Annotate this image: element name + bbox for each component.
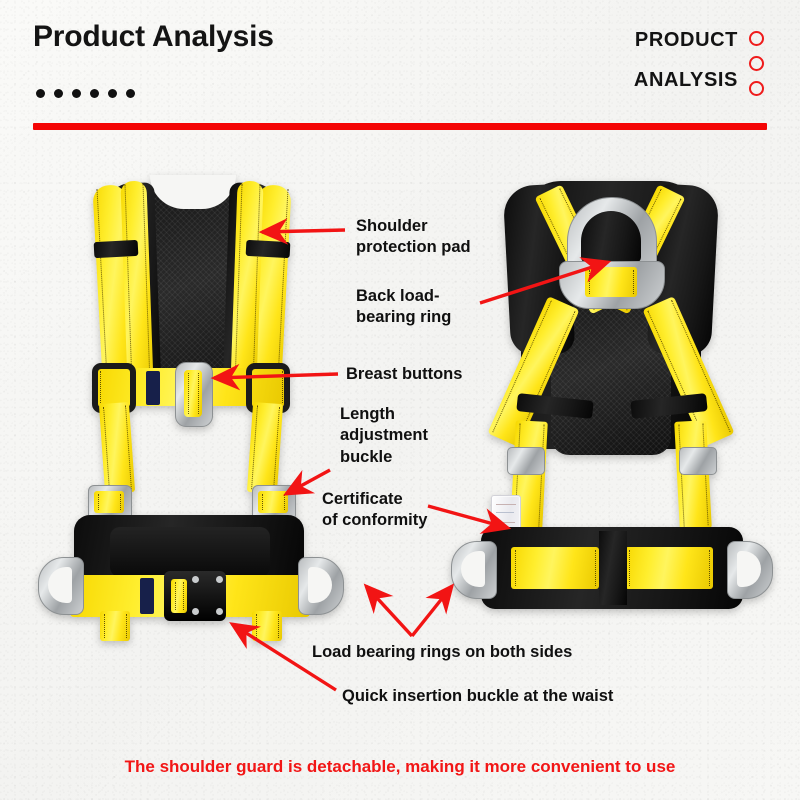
shoulder-keeper-right: [245, 239, 291, 259]
circle-marker-icon: [749, 31, 764, 46]
dot: [54, 89, 63, 98]
buckle-rivet: [192, 576, 199, 583]
length-adjustment-webbing-right: [258, 491, 288, 513]
dot: [90, 89, 99, 98]
back-load-ring-right: [727, 541, 773, 599]
callout-quick-insertion-buckle: Quick insertion buckle at the waist: [342, 687, 614, 705]
dot: [36, 89, 45, 98]
waist-belt-accent: [140, 578, 154, 614]
quick-buckle-webbing: [171, 579, 187, 613]
leg-strap-left: [100, 611, 130, 641]
header-tag-analysis: ANALYSIS: [633, 69, 738, 91]
breast-buckle-webbing: [184, 370, 202, 417]
callout-shoulder-protection-pad: Shoulder protection pad: [356, 217, 471, 257]
leg-strap-right: [252, 611, 282, 641]
length-adjustment-webbing-left: [94, 491, 124, 513]
safety-harness-back-view: [451, 175, 773, 645]
circle-marker-icon: [749, 81, 764, 96]
header-divider-rule: [33, 123, 767, 130]
dot: [126, 89, 135, 98]
back-adjuster-right: [679, 447, 717, 475]
shoulder-keeper-left: [93, 239, 139, 259]
dot: [108, 89, 117, 98]
load-bearing-ring-left-hole: [48, 567, 72, 603]
buckle-rivet: [216, 608, 223, 615]
back-adjuster-left: [507, 447, 545, 475]
callout-length-adjustment-buckle: Length adjustment buckle: [340, 405, 429, 466]
decorative-dots: [36, 89, 135, 98]
callout-back-load-bearing-ring: Back load- bearing ring: [356, 287, 452, 327]
callout-breast-buttons: Breast buttons: [346, 365, 463, 383]
header-tag-product: PRODUCT: [634, 29, 738, 51]
back-load-ring-left-hole: [461, 551, 485, 587]
circle-marker-icon: [749, 56, 764, 71]
back-belt-center-divider: [599, 531, 627, 605]
safety-harness-front-view: [38, 175, 344, 645]
back-belt-panel-right: [625, 547, 713, 589]
callout-load-bearing-rings: Load bearing rings on both sides: [312, 643, 573, 661]
callout-certificate-of-conformity: Certificate of conformity: [322, 490, 428, 530]
dot: [72, 89, 81, 98]
buckle-rivet: [192, 608, 199, 615]
back-ring-hole: [581, 211, 641, 263]
buckle-rivet: [216, 576, 223, 583]
chest-accent-patch: [146, 371, 160, 405]
waist-pad-inner: [110, 527, 270, 577]
back-belt-panel-left: [511, 547, 599, 589]
back-ring-webbing: [585, 267, 637, 297]
back-vertical-strap-right: [674, 420, 712, 530]
footer-caption: The shoulder guard is detachable, making…: [124, 757, 676, 776]
page-title: Product Analysis: [33, 20, 274, 53]
torso-strap-right: [246, 402, 284, 494]
torso-strap-left: [98, 402, 136, 494]
